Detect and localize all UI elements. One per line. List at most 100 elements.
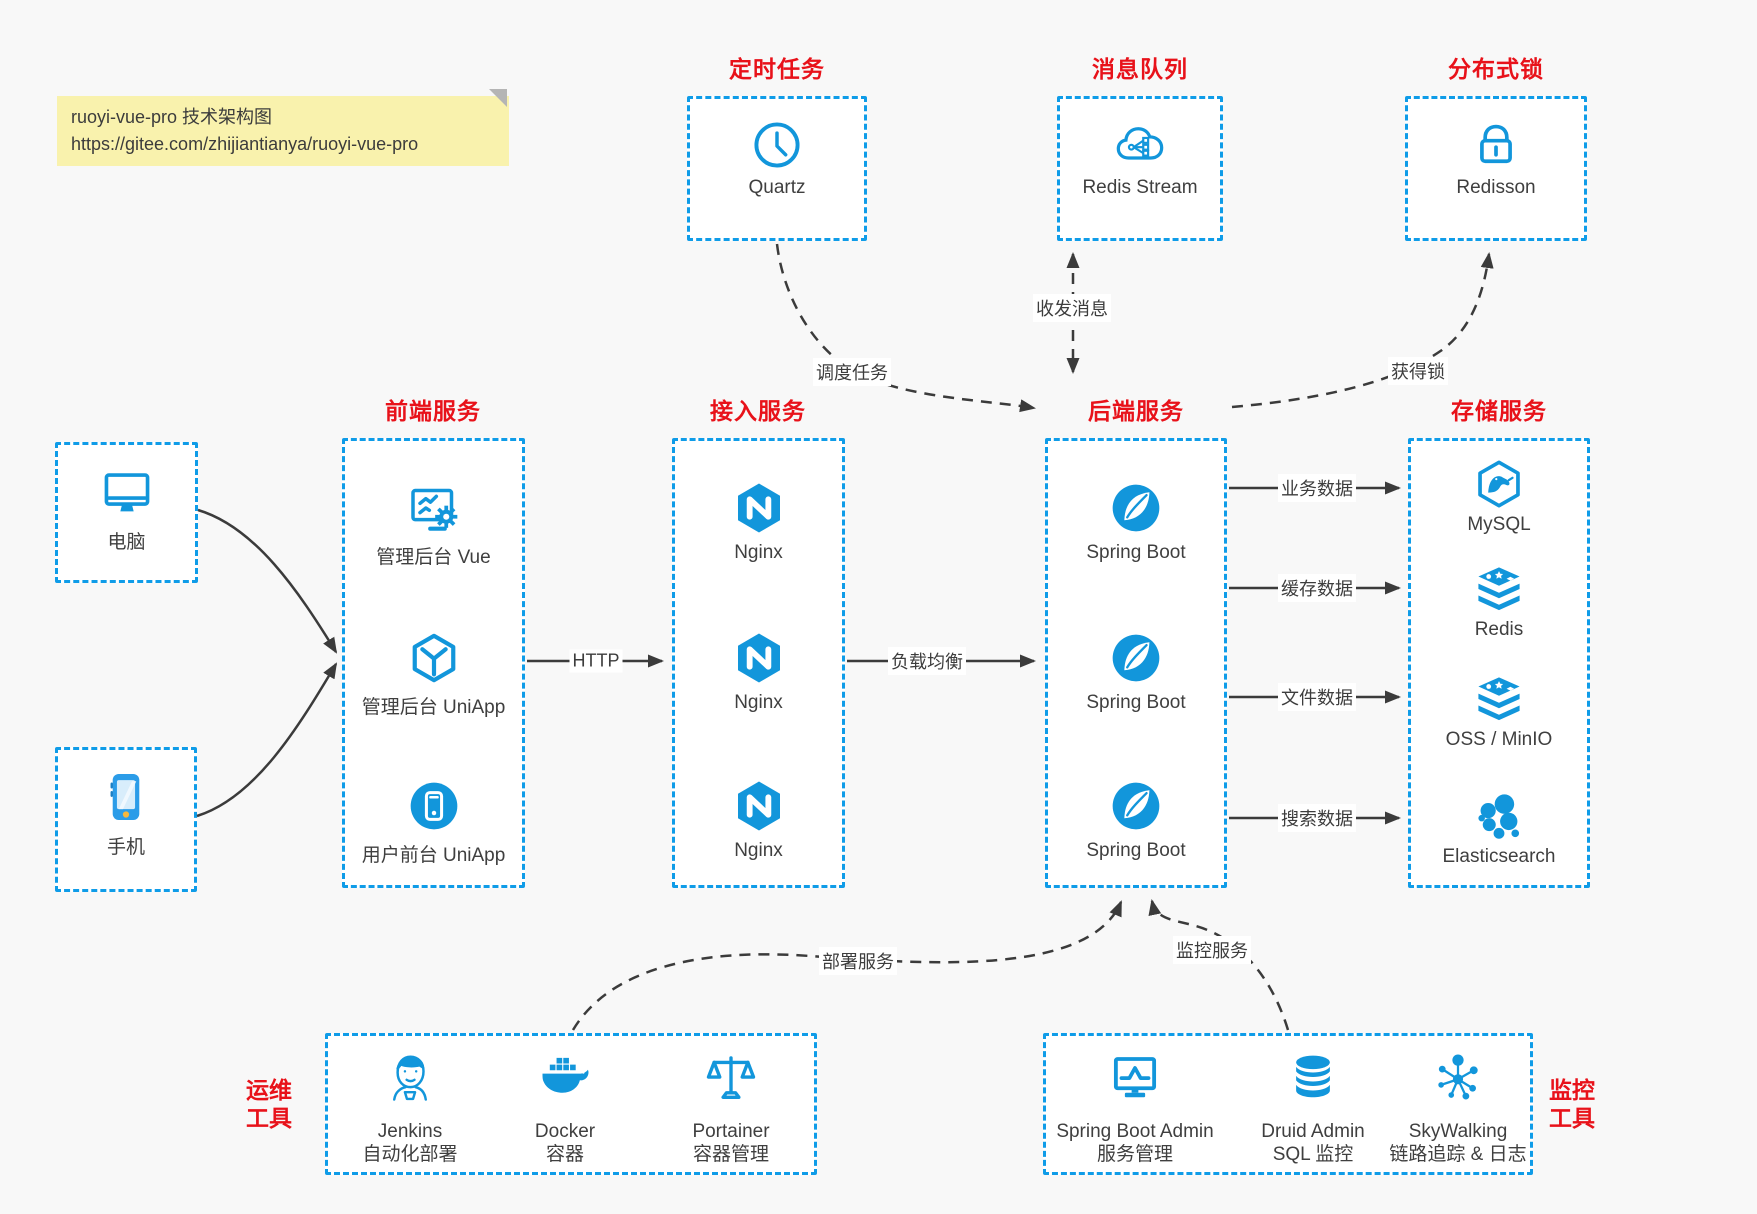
item-label: Nginx bbox=[734, 840, 783, 861]
edge-label-deploy-service: 部署服务 bbox=[819, 947, 897, 975]
client-label: 手机 bbox=[106, 837, 145, 858]
item-nginx-2: Nginx bbox=[675, 630, 842, 714]
item-label: Spring Boot Admin bbox=[1056, 1121, 1214, 1142]
item-druid-admin: Druid Admin SQL 监控 bbox=[1203, 1050, 1423, 1166]
desktop-icon bbox=[97, 463, 157, 521]
item-label: Redis Stream bbox=[1082, 177, 1198, 198]
group-title-message-queue: 消息队列 bbox=[1092, 56, 1188, 82]
item-sublabel: 链路追踪 & 日志 bbox=[1389, 1144, 1527, 1165]
item-springboot-2: Spring Boot bbox=[1048, 630, 1224, 714]
portainer-scales-icon bbox=[704, 1050, 758, 1104]
cloud-share-icon bbox=[1111, 119, 1169, 171]
item-label: 用户前台 UniApp bbox=[361, 845, 506, 866]
group-monitor-tools: Spring Boot Admin 服务管理 Druid Admin SQL 监… bbox=[1043, 1033, 1533, 1175]
group-backend: Spring Boot Spring Boot Spring Boot bbox=[1045, 438, 1227, 888]
note-title: ruoyi-vue-pro 技术架构图 bbox=[71, 107, 273, 127]
item-label: Elasticsearch bbox=[1442, 846, 1556, 867]
network-nodes-icon bbox=[1431, 1050, 1485, 1104]
item-label: Redis bbox=[1474, 619, 1524, 640]
edge-label-acquire-lock: 获得锁 bbox=[1388, 357, 1448, 385]
item-user-uniapp: 用户前台 UniApp bbox=[345, 778, 522, 867]
edge-label-http: HTTP bbox=[569, 649, 623, 673]
item-admin-uniapp: 管理后台 UniApp bbox=[345, 630, 522, 719]
group-scheduled-task: Quartz bbox=[687, 96, 867, 241]
group-title-frontend: 前端服务 bbox=[385, 398, 481, 424]
mysql-icon bbox=[1473, 458, 1525, 510]
group-title-ops-tools: 运维 工具 bbox=[246, 1076, 292, 1132]
ops-label-line2: 工具 bbox=[246, 1105, 292, 1131]
item-sublabel: 容器 bbox=[545, 1144, 584, 1165]
item-label: Quartz bbox=[748, 177, 806, 198]
item-nginx-3: Nginx bbox=[675, 778, 842, 862]
edge-label-file-data: 文件数据 bbox=[1278, 683, 1356, 711]
client-pc-box: 电脑 bbox=[55, 442, 198, 583]
smartphone-icon bbox=[97, 768, 155, 826]
monitor-label-line1: 监控 bbox=[1549, 1077, 1595, 1103]
lock-icon bbox=[1470, 119, 1522, 171]
item-sublabel: 容器管理 bbox=[692, 1144, 769, 1165]
item-springboot-1: Spring Boot bbox=[1048, 480, 1224, 564]
edge-label-business-data: 业务数据 bbox=[1278, 474, 1356, 502]
uniapp-cube-icon bbox=[406, 630, 462, 686]
springboot-icon bbox=[1108, 778, 1164, 834]
item-label: Portainer bbox=[692, 1121, 770, 1142]
edge-label-search-data: 搜索数据 bbox=[1278, 804, 1356, 832]
item-sublabel: SQL 监控 bbox=[1272, 1144, 1354, 1165]
group-title-monitor-tools: 监控 工具 bbox=[1549, 1076, 1595, 1132]
springboot-icon bbox=[1108, 630, 1164, 686]
client-label: 电脑 bbox=[107, 532, 146, 553]
group-title-backend: 后端服务 bbox=[1088, 398, 1184, 424]
item-elasticsearch: Elasticsearch bbox=[1411, 790, 1587, 868]
database-icon bbox=[1286, 1050, 1340, 1104]
monitor-label-line2: 工具 bbox=[1549, 1105, 1595, 1131]
group-message-queue: Redis Stream bbox=[1057, 96, 1223, 241]
group-title-distributed-lock: 分布式锁 bbox=[1448, 56, 1544, 82]
item-sublabel: 服务管理 bbox=[1096, 1144, 1173, 1165]
client-phone-box: 手机 bbox=[55, 747, 197, 892]
item-label: 管理后台 Vue bbox=[376, 547, 491, 568]
edge-label-schedule-task: 调度任务 bbox=[813, 358, 891, 386]
item-label: SkyWalking bbox=[1408, 1121, 1508, 1142]
group-frontend: 管理后台 Vue 管理后台 UniApp 用户前台 UniApp bbox=[342, 438, 525, 888]
edge-phone-to-frontend bbox=[196, 662, 338, 818]
item-oss-minio: OSS / MinIO bbox=[1411, 673, 1587, 751]
group-storage: MySQL Redis OSS / MinIO Elasticsearch bbox=[1408, 438, 1590, 888]
edge-label-cache-data: 缓存数据 bbox=[1278, 574, 1356, 602]
note-url: https://gitee.com/zhijiantianya/ruoyi-vu… bbox=[71, 134, 419, 154]
edge-acquire-lock bbox=[1231, 252, 1494, 409]
item-label: OSS / MinIO bbox=[1445, 729, 1553, 750]
nginx-icon bbox=[731, 480, 787, 536]
group-title-scheduled-task: 定时任务 bbox=[729, 56, 825, 82]
item-docker: Docker 容器 bbox=[455, 1050, 675, 1166]
item-springboot-3: Spring Boot bbox=[1048, 778, 1224, 862]
edge-label-send-receive-message: 收发消息 bbox=[1033, 294, 1111, 322]
item-mysql: MySQL bbox=[1411, 458, 1587, 536]
item-label: Nginx bbox=[734, 542, 783, 563]
item-label: 管理后台 UniApp bbox=[361, 697, 506, 718]
group-distributed-lock: Redisson bbox=[1405, 96, 1587, 241]
edge-label-load-balance: 负载均衡 bbox=[888, 647, 966, 675]
group-title-access: 接入服务 bbox=[710, 398, 806, 424]
elasticsearch-icon bbox=[1473, 790, 1525, 842]
group-ops-tools: Jenkins 自动化部署 Docker 容器 Portainer 容器管理 bbox=[325, 1033, 817, 1175]
item-redis: Redis bbox=[1411, 563, 1587, 641]
edge-label-monitor-service: 监控服务 bbox=[1173, 936, 1251, 964]
admin-vue-icon bbox=[406, 480, 462, 536]
item-sublabel: 自动化部署 bbox=[362, 1144, 458, 1165]
item-portainer: Portainer 容器管理 bbox=[621, 1050, 841, 1166]
item-label: Nginx bbox=[734, 692, 783, 713]
note-fold-corner bbox=[489, 89, 507, 107]
item-label: Spring Boot bbox=[1086, 542, 1186, 563]
item-skywalking: SkyWalking 链路追踪 & 日志 bbox=[1348, 1050, 1568, 1166]
item-label: Docker bbox=[534, 1121, 596, 1142]
item-redisson: Redisson bbox=[1408, 119, 1584, 199]
client-phone: 手机 bbox=[58, 768, 194, 859]
item-nginx-1: Nginx bbox=[675, 480, 842, 564]
item-label: Spring Boot bbox=[1086, 840, 1186, 861]
edge-monitor-service bbox=[1148, 899, 1290, 1031]
storage-stack-icon bbox=[1473, 673, 1525, 725]
item-label: Druid Admin bbox=[1261, 1121, 1365, 1142]
clock-icon bbox=[751, 119, 803, 171]
item-jenkins: Jenkins 自动化部署 bbox=[300, 1050, 520, 1166]
